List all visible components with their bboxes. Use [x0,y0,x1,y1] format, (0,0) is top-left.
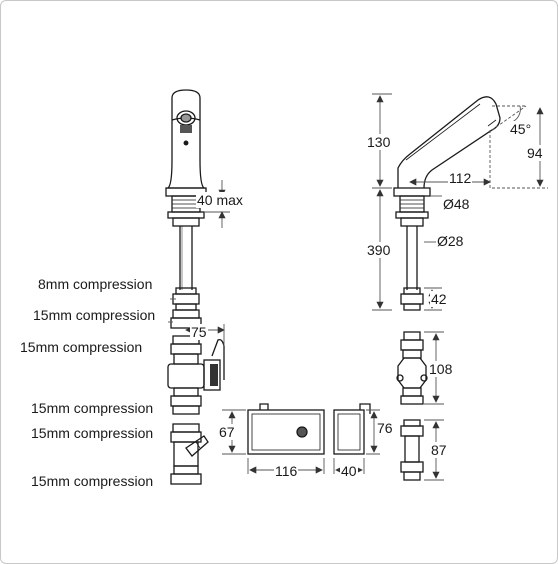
label-15mm-compression-5: 15mm compression [31,473,154,489]
dim-45-degree-label: 45° [509,121,533,137]
dim-87-label: 87 [430,442,448,458]
dim-390-label: 390 [366,242,392,258]
strainer-fitting [170,423,209,485]
control-box-side [333,403,371,455]
dim-108-label: 108 [428,361,454,377]
dim-112-label: 112 [448,170,473,186]
label-8mm-compression: 8mm compression [38,276,153,292]
label-15mm-compression-3: 15mm compression [31,400,154,416]
label-15mm-compression-4: 15mm compression [31,425,154,441]
dim-42-label: 42 [430,291,448,307]
side-valve [396,331,428,405]
dim-75-label: 75 [190,324,208,340]
dim-116-label: 116 [274,463,299,479]
side-strainer [400,419,424,481]
dim-40-label: 40 [340,463,358,479]
dim-40-max: 40 max [196,192,244,208]
dim-94-label: 94 [526,145,544,161]
side-tap-view [393,96,501,311]
label-15mm-compression-1: 15mm compression [33,307,156,323]
solenoid-valve [167,335,225,415]
front-tap-view [165,89,207,329]
control-box-front [247,403,325,455]
dim-130-label: 130 [366,134,392,150]
dim-76-label: 76 [376,420,394,436]
dim-diameter-28-label: Ø28 [436,233,465,249]
dim-67-label: 67 [218,424,236,440]
dim-diameter-48-label: Ø48 [442,196,471,212]
label-15mm-compression-2: 15mm compression [20,339,143,355]
